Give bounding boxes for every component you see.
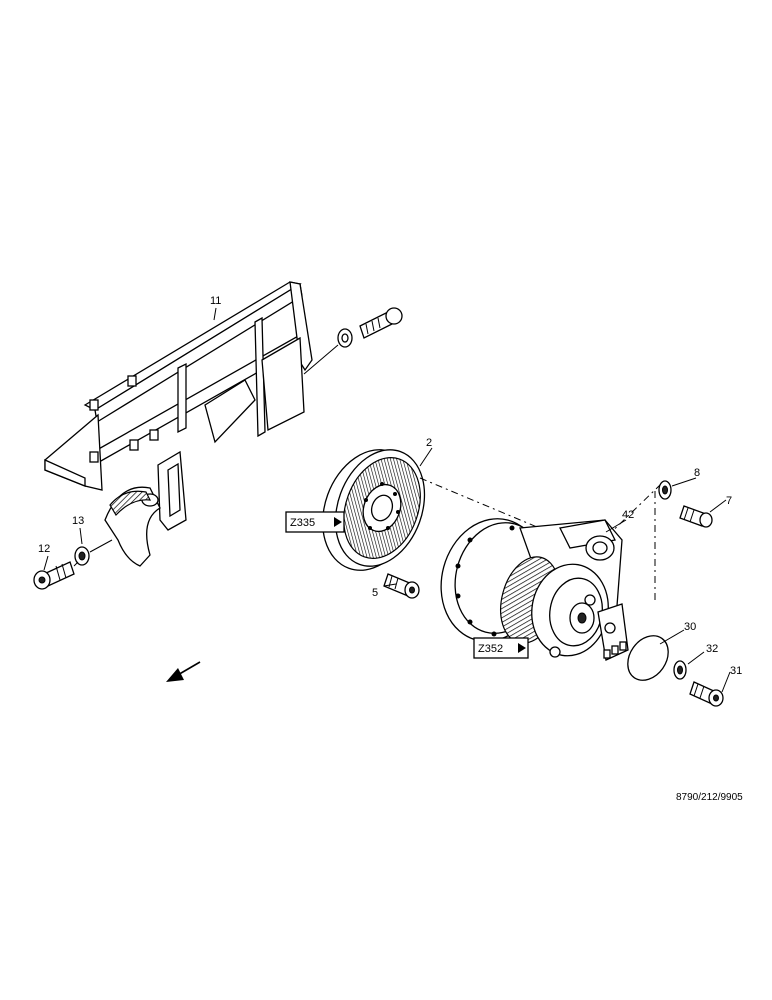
drawing-code: 8790/212/9905 [676, 792, 743, 803]
callout-42: 42 [622, 509, 634, 521]
frame-bracket-part [44, 281, 313, 531]
assembly-axis-line [419, 477, 581, 546]
bolt-7 [679, 505, 713, 528]
washer-8 [658, 480, 672, 500]
washer-13 [74, 546, 90, 566]
reference-z335-label: Z335 [290, 517, 315, 529]
frame-bolt [337, 307, 403, 348]
leader-frame-bolt [303, 344, 339, 375]
cover-plate-30 [627, 635, 669, 681]
leader-washer-to-bracket [89, 539, 113, 553]
callout-leaders [43, 307, 731, 693]
reference-z352-label: Z352 [478, 643, 503, 655]
callout-31: 31 [730, 665, 742, 677]
callout-13: 13 [72, 515, 84, 527]
assembly-axis-line-right [594, 484, 661, 549]
callout-11: 11 [210, 295, 221, 307]
clutch-disc-part [322, 449, 426, 571]
reference-z352[interactable]: Z352 [473, 637, 529, 659]
callout-32: 32 [706, 643, 718, 655]
direction-arrow-icon [166, 661, 201, 682]
callout-5: 5 [372, 587, 378, 599]
leader-bolt-12-to-washer [73, 561, 79, 567]
callout-2: 2 [426, 437, 432, 449]
callout-12: 12 [38, 543, 50, 555]
reference-z335[interactable]: Z335 [285, 511, 345, 533]
callout-30: 30 [684, 621, 696, 633]
callout-8: 8 [694, 467, 700, 479]
bolt-5 [383, 573, 420, 599]
bolt-12 [33, 561, 75, 590]
hydraulic-motor-part [440, 518, 629, 661]
callout-7: 7 [726, 495, 732, 507]
lever-bracket [104, 486, 161, 567]
washer-32 [673, 660, 687, 680]
bolt-31 [689, 681, 724, 707]
